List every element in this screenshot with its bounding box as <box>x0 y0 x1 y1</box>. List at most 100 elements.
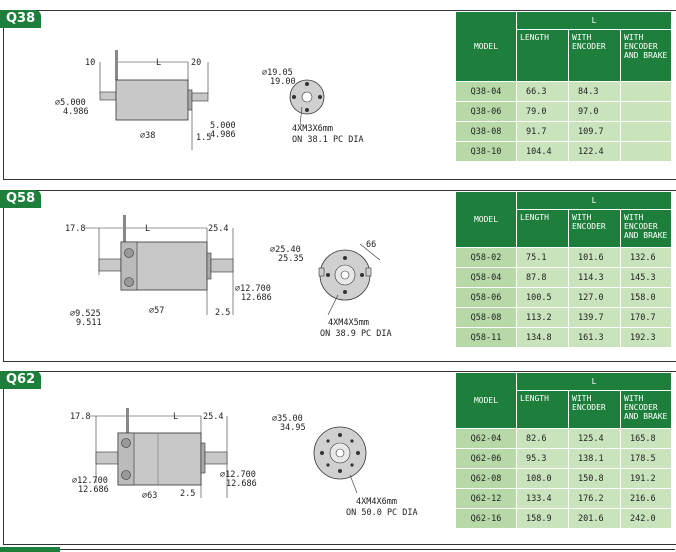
dim-shaft-dia2: 12.686 <box>78 485 109 495</box>
col-model: MODEL <box>455 372 517 429</box>
section-q62: Q62 17.8 L 25.4 ⌀63 2.5 ⌀12.700 12.686 ⌀… <box>0 371 676 547</box>
col-length: LENGTH <box>516 209 569 248</box>
dim-shaft-dia: ⌀12.700 <box>72 476 108 486</box>
cell-length: 79.0 <box>516 101 569 122</box>
col-l: L <box>516 372 672 391</box>
table-row: Q62-06 95.3 138.1 178.5 <box>455 448 672 469</box>
table-row: Q38-10 104.4 122.4 <box>455 141 672 162</box>
cell-model: Q62-12 <box>455 488 517 509</box>
cell-model: Q62-04 <box>455 428 517 449</box>
dim-square: 66 <box>366 240 376 250</box>
cell-length: 133.4 <box>516 488 569 509</box>
dim-l: L <box>145 224 150 234</box>
dim-shaft-dia2: 4.986 <box>63 107 89 117</box>
pcd-note: ON 38.1 PC DIA <box>292 135 364 145</box>
cell-model: Q58-11 <box>455 327 517 348</box>
table-row: Q58-08 113.2 139.7 170.7 <box>455 307 672 328</box>
dim-shaft-dia2: 9.511 <box>76 318 102 328</box>
dim-flat: 1.5 <box>196 133 211 143</box>
cell-model: Q58-06 <box>455 287 517 308</box>
cell-length: 108.0 <box>516 468 569 489</box>
dim-left: 17.8 <box>70 412 90 422</box>
section-title: Q38 <box>0 10 42 28</box>
cell-encoder: 161.3 <box>568 327 621 348</box>
table-row: Q58-04 87.8 114.3 145.3 <box>455 267 672 288</box>
cell-encoder: 127.0 <box>568 287 621 308</box>
cell-model: Q38-06 <box>455 101 517 122</box>
table-row: Q38-08 91.7 109.7 <box>455 121 672 142</box>
cell-brake: 170.7 <box>620 307 672 328</box>
cell-model: Q58-02 <box>455 247 517 268</box>
dim-pilot2: 34.95 <box>280 423 306 433</box>
dim-shaft-r: ⌀12.700 <box>220 470 256 480</box>
cell-encoder: 114.3 <box>568 267 621 288</box>
table-row: Q62-16 158.9 201.6 242.0 <box>455 508 672 529</box>
cell-length: 87.8 <box>516 267 569 288</box>
dim-shaft-r2: 4.986 <box>210 130 236 140</box>
col-model: MODEL <box>455 11 517 82</box>
face-view-q62: ⌀35.00 34.95 4XM4X6mm ON 50.0 PC DIA <box>272 414 418 518</box>
cell-length: 95.3 <box>516 448 569 469</box>
dim-pilot2: 19.00 <box>270 77 296 87</box>
cell-encoder: 84.3 <box>568 81 621 102</box>
table-row: Q38-04 66.3 84.3 <box>455 81 672 102</box>
cell-brake: 216.6 <box>620 488 672 509</box>
cell-encoder: 109.7 <box>568 121 621 142</box>
table-row: Q58-06 100.5 127.0 158.0 <box>455 287 672 308</box>
next-section-tab <box>0 547 60 552</box>
cell-encoder: 101.6 <box>568 247 621 268</box>
table-row: Q62-08 108.0 150.8 191.2 <box>455 468 672 489</box>
cell-length: 104.4 <box>516 141 569 162</box>
cell-encoder: 139.7 <box>568 307 621 328</box>
cell-length: 66.3 <box>516 81 569 102</box>
cell-brake <box>620 101 672 122</box>
dim-right: 20 <box>191 58 201 68</box>
cell-model: Q62-08 <box>455 468 517 489</box>
col-encoder: WITH ENCODER <box>568 209 621 248</box>
cell-encoder: 125.4 <box>568 428 621 449</box>
cell-length: 100.5 <box>516 287 569 308</box>
cell-model: Q38-04 <box>455 81 517 102</box>
dim-flat: 2.5 <box>180 489 195 499</box>
cell-brake: 158.0 <box>620 287 672 308</box>
spec-table-q62: MODEL L LENGTH WITH ENCODER WITH ENCODER… <box>455 372 672 529</box>
table-row: Q58-02 75.1 101.6 132.6 <box>455 247 672 268</box>
holes-note: 4XM4X5mm <box>328 318 369 328</box>
section-q38: Q38 10 L 20 ⌀38 5.000 4.986 ⌀5.000 4.986… <box>0 10 676 182</box>
cell-length: 113.2 <box>516 307 569 328</box>
dim-labels-q38: ⌀5.000 4.986 <box>55 98 89 117</box>
col-encoder: WITH ENCODER <box>568 29 621 82</box>
next-section-line <box>60 549 675 550</box>
cell-brake: 165.8 <box>620 428 672 449</box>
cell-encoder: 138.1 <box>568 448 621 469</box>
flat-label-q38: 1.5 <box>196 133 211 143</box>
dim-body-dia: ⌀38 <box>140 131 155 141</box>
dim-shaft-r2: 12.686 <box>241 293 272 303</box>
cell-brake: 192.3 <box>620 327 672 348</box>
col-length: LENGTH <box>516 29 569 82</box>
cell-length: 75.1 <box>516 247 569 268</box>
motor-drawing-q38: 10 L 20 ⌀38 5.000 4.986 <box>85 50 236 150</box>
motor-drawing-q58: 17.8 L 25.4 ⌀57 ⌀12.700 12.686 2.5 <box>65 215 272 318</box>
cell-model: Q38-08 <box>455 121 517 142</box>
dim-shaft-r: ⌀12.700 <box>235 284 271 294</box>
dim-l: L <box>173 412 178 422</box>
holes-note: 4XM4X6mm <box>356 497 397 507</box>
spec-table-q38: MODEL L LENGTH WITH ENCODER WITH ENCODER… <box>455 11 672 162</box>
dim-flat: 2.5 <box>215 308 230 318</box>
spec-table-q58: MODEL L LENGTH WITH ENCODER WITH ENCODER… <box>455 191 672 348</box>
dim-pilot: ⌀35.00 <box>272 414 303 424</box>
cell-model: Q38-10 <box>455 141 517 162</box>
dim-labels-q58: ⌀9.525 9.511 <box>70 309 102 328</box>
cell-brake: 132.6 <box>620 247 672 268</box>
dim-labels-q62: ⌀12.700 12.686 <box>72 476 109 495</box>
dim-body-dia: ⌀63 <box>142 491 157 501</box>
table-row: Q58-11 134.8 161.3 192.3 <box>455 327 672 348</box>
cell-brake: 145.3 <box>620 267 672 288</box>
dim-pilot: ⌀25.40 <box>270 245 301 255</box>
cell-brake: 178.5 <box>620 448 672 469</box>
dim-pilot2: 25.35 <box>278 254 304 264</box>
dim-right: 25.4 <box>203 412 223 422</box>
table-row: Q62-12 133.4 176.2 216.6 <box>455 488 672 509</box>
dim-l: L <box>156 58 161 68</box>
